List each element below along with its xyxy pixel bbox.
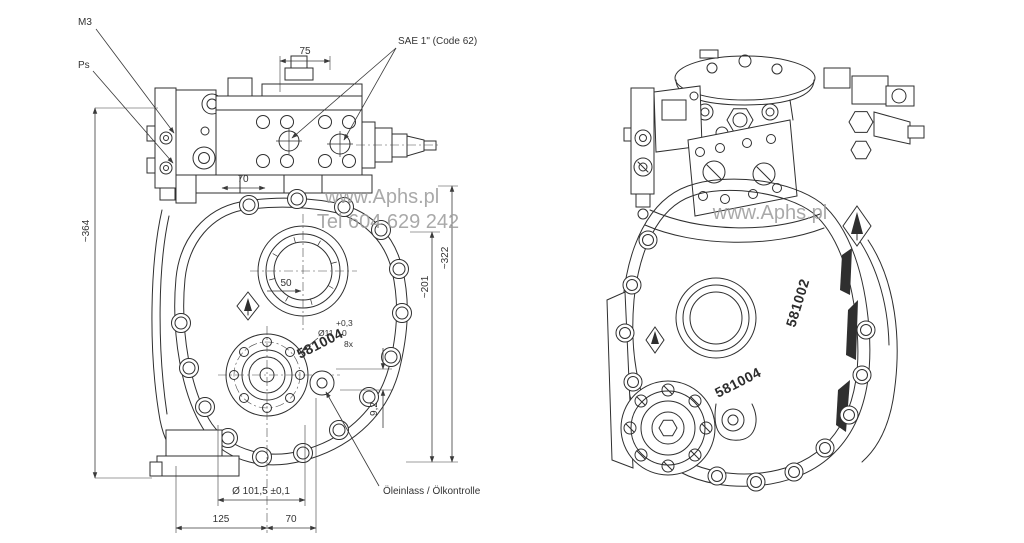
watermark-left-url: www.Aphs.pl (324, 186, 440, 208)
side-mounting-plate (146, 87, 177, 201)
tol-zero-label: 0 (342, 328, 347, 338)
callout-m3-label: M3 (78, 17, 92, 28)
watermark-right-url: www.Aphs.pl (712, 202, 828, 224)
callout-ps-label: Ps (78, 60, 90, 71)
manufacturer-diamond-icon (645, 326, 665, 354)
left-view: 75 70 ~364 ~322 ~201 50 +0,3 Ø11 (78, 17, 481, 533)
right-view-machine-linework (606, 49, 925, 492)
callout-sae-label: SAE 1" (Code 62) (398, 36, 477, 47)
tol-plus-label: +0,3 (336, 318, 353, 328)
output-flange (218, 326, 340, 533)
iso-side-plate (623, 87, 655, 220)
dim-bolt-circle-label: Ø 101,5 ±0,1 (232, 486, 290, 497)
dim-75-label: 75 (299, 46, 311, 57)
iso-main-bore (675, 277, 757, 359)
part-number-581004-right: 581004 (712, 364, 764, 401)
dim-70-bottom-label: 70 (285, 514, 297, 525)
left-view-dimensions: 75 70 ~364 ~322 ~201 50 +0,3 Ø11 (81, 46, 458, 533)
manufacturer-diamond-icon (842, 205, 872, 247)
left-view-machine-linework (146, 55, 440, 533)
dim-322-label: ~322 (440, 246, 451, 269)
hole-dia-label: Ø11 (318, 328, 334, 338)
shaft-stub (356, 121, 440, 169)
dim-364-label: ~364 (81, 219, 92, 242)
sae-port-right (327, 131, 353, 157)
part-number-581002-right: 581002 (783, 277, 813, 329)
iso-oil-port (714, 403, 757, 441)
dim-92-label: 9,2 (369, 402, 380, 416)
hole-count-label: 8x (344, 339, 354, 349)
housing-bolt-lugs (171, 189, 412, 467)
dim-50-label: 50 (280, 278, 292, 289)
watermark-left-tel: Tel 604 629 242 (317, 211, 459, 233)
callout-oil-label: Öleinlass / Ölkontrolle (383, 485, 481, 497)
dim-201-label: ~201 (420, 275, 431, 298)
hole-callout: +0,3 Ø11 0 8x (301, 318, 354, 352)
oil-fill-port (309, 370, 335, 396)
main-bore (250, 214, 357, 332)
valve-block (215, 55, 363, 176)
watermarks: www.Aphs.pl Tel 604 629 242 www.Aphs.pl (317, 186, 827, 233)
base-bracket (149, 429, 240, 477)
dim-70-upper-label: 70 (237, 174, 249, 185)
right-view: 581002 581004 (606, 49, 925, 492)
dim-125-label: 125 (213, 514, 230, 525)
iso-output-hub (620, 380, 716, 476)
sae-port-left (276, 128, 302, 154)
iso-right-fittings (823, 67, 925, 160)
manufacturer-diamond-icon (236, 291, 260, 321)
pump-sub-block (175, 89, 223, 176)
